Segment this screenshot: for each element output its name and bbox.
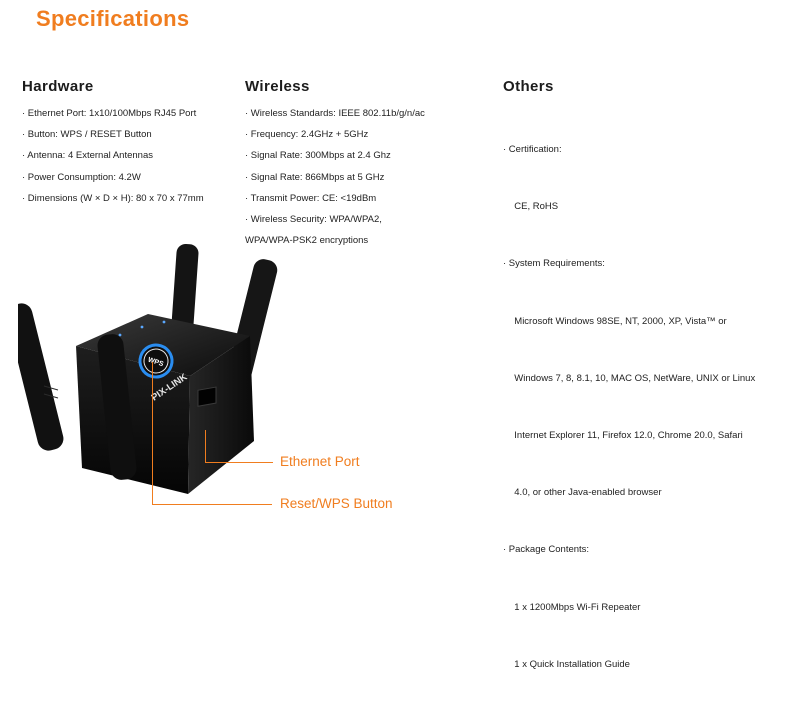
cut-off-text-strip: [20, 571, 540, 578]
list-item: · Package Contents:: [503, 544, 590, 556]
page-title: Specifications: [36, 6, 190, 31]
wps-label: WPS: [147, 357, 165, 369]
list-item: CE, RoHS: [509, 201, 559, 213]
list-item: · System Requirements:: [503, 258, 605, 270]
antenna: [97, 334, 137, 480]
others-section: Others · Certification: CE, RoHS · Syste…: [503, 78, 755, 711]
list-item: Internet Explorer 11, Firefox 12.0, Chro…: [509, 430, 743, 442]
list-item: · Wireless Security: WPA/WPA2,: [245, 214, 382, 226]
wireless-section: Wireless · Wireless Standards: IEEE 802.…: [245, 78, 425, 251]
hardware-heading: Hardware: [22, 78, 94, 95]
list-item: · Signal Rate: 866Mbps at 5 GHz: [245, 171, 385, 183]
list-item: 1 x Quick Installation Guide: [509, 658, 630, 670]
wifi-repeater-image: WPS PIX-LINK: [18, 243, 278, 494]
antenna: [18, 303, 64, 451]
list-item: · Signal Rate: 300Mbps at 2.4 Ghz: [245, 150, 391, 162]
list-item: · Antenna: 4 External Antennas: [22, 150, 153, 162]
list-item: · Button: WPS / RESET Button: [22, 129, 152, 141]
list-item: · Dimensions (W × D × H): 80 x 70 x 77mm: [22, 192, 204, 204]
list-item: Microsoft Windows 98SE, NT, 2000, XP, Vi…: [509, 315, 727, 327]
reset-callout-line-h: [152, 504, 272, 505]
reset-wps-button-label: Reset/WPS Button: [280, 496, 393, 511]
wireless-list: · Wireless Standards: IEEE 802.11b/g/n/a…: [245, 103, 425, 251]
ethernet-callout-line-v: [205, 430, 206, 462]
wireless-heading: Wireless: [245, 78, 310, 95]
ethernet-port: [197, 386, 217, 407]
hardware-section: Hardware · Ethernet Port: 1x10/100Mbps R…: [22, 78, 204, 209]
list-item: · Frequency: 2.4GHz + 5GHz: [245, 129, 369, 141]
list-item: · Wireless Standards: IEEE 802.11b/g/n/a…: [245, 108, 425, 119]
list-item: · Transmit Power: CE: <19dBm: [245, 192, 377, 204]
others-heading: Others: [503, 78, 554, 95]
hardware-list: · Ethernet Port: 1x10/100Mbps RJ45 Port …: [22, 103, 204, 209]
list-item: Windows 7, 8, 8.1, 10, MAC OS, NetWare, …: [509, 372, 756, 384]
list-item: · Power Consumption: 4.2W: [22, 171, 141, 183]
ethernet-port-label: Ethernet Port: [280, 454, 360, 469]
ethernet-callout-line-h: [205, 462, 273, 463]
reset-callout-line-v: [152, 362, 153, 504]
list-item: 4.0, or other Java-enabled browser: [509, 487, 662, 499]
list-item: · Ethernet Port: 1x10/100Mbps RJ45 Port: [22, 108, 197, 119]
list-item: 1 x 1200Mbps Wi-Fi Repeater: [509, 601, 641, 613]
others-list: · Certification: CE, RoHS · System Requi…: [503, 103, 755, 711]
wps-button: WPS: [138, 343, 174, 379]
list-item: WPA/WPA-PSK2 encryptions: [245, 235, 369, 247]
list-item: · Certification:: [503, 144, 562, 155]
